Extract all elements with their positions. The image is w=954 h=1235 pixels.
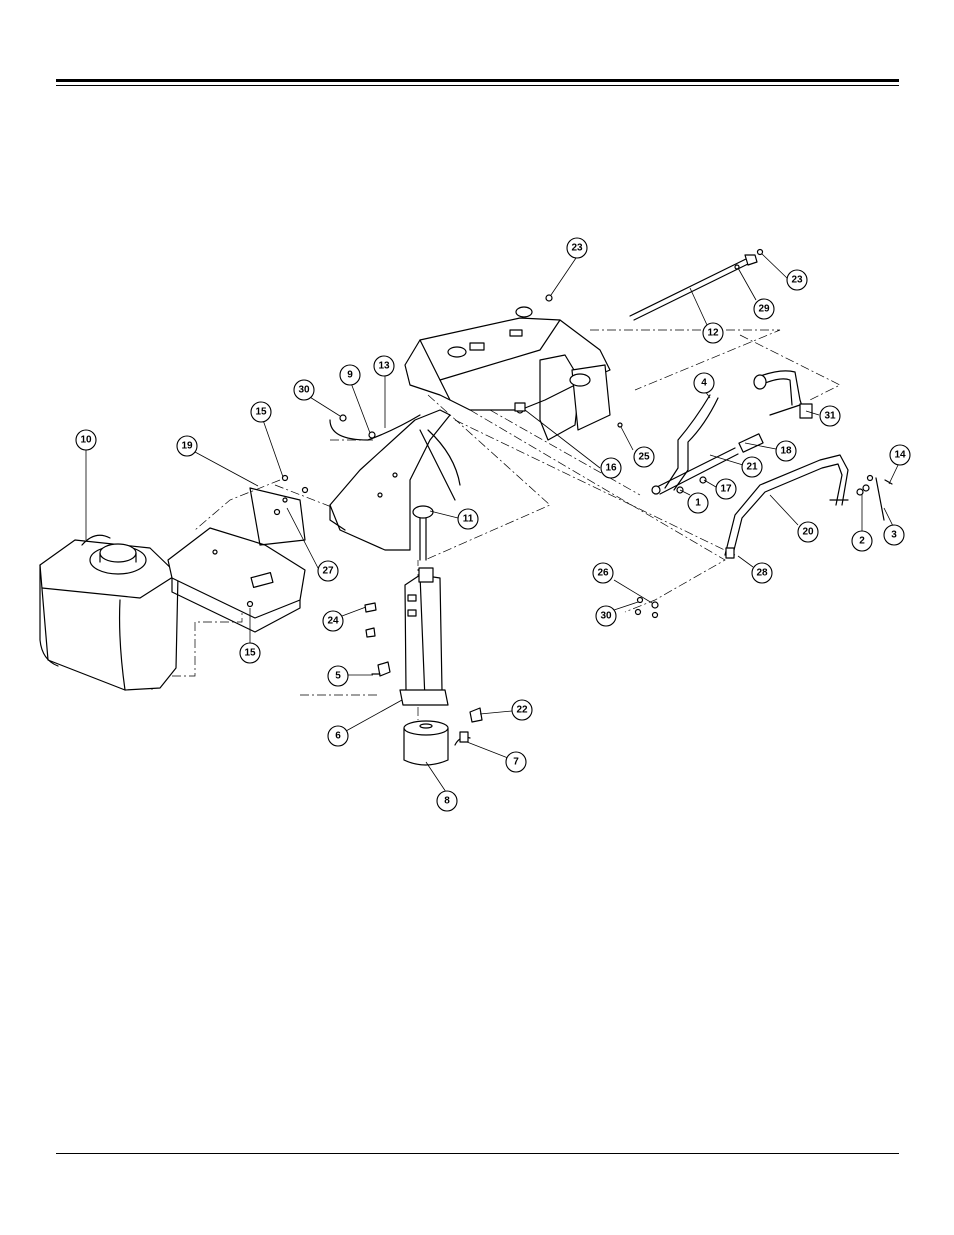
callout-8: 8	[437, 791, 457, 811]
callout-29: 29	[754, 299, 774, 319]
linkage-rod	[630, 255, 757, 320]
callout-31: 31	[820, 406, 840, 426]
fuel-tank	[40, 535, 178, 690]
callout-11: 11	[458, 509, 478, 529]
battery-tray	[168, 488, 305, 632]
svg-text:12: 12	[707, 328, 719, 339]
callout-7: 7	[506, 752, 526, 772]
svg-text:26: 26	[597, 568, 609, 579]
svg-text:31: 31	[824, 411, 836, 422]
svg-text:20: 20	[802, 527, 814, 538]
svg-text:25: 25	[638, 452, 650, 463]
callout-15-lower: 15	[240, 643, 260, 663]
callout-4: 4	[694, 373, 714, 393]
hardware	[248, 250, 893, 618]
svg-text:21: 21	[746, 462, 758, 473]
callout-17: 17	[716, 479, 736, 499]
svg-text:13: 13	[378, 361, 390, 372]
callout-9: 9	[340, 365, 360, 385]
callout-13: 13	[374, 356, 394, 376]
svg-text:14: 14	[894, 450, 906, 461]
svg-text:22: 22	[516, 705, 528, 716]
callout-6: 6	[328, 726, 348, 746]
callout-14: 14	[890, 445, 910, 465]
svg-text:17: 17	[720, 484, 732, 495]
callout-24: 24	[323, 611, 343, 631]
svg-text:23: 23	[571, 243, 583, 254]
callout-20: 20	[798, 522, 818, 542]
svg-text:7: 7	[513, 757, 519, 768]
svg-text:19: 19	[181, 441, 193, 452]
callout-16: 16	[601, 458, 621, 478]
frame-tower	[330, 410, 455, 550]
svg-text:2: 2	[859, 536, 865, 547]
left-control-handle	[652, 395, 763, 494]
svg-text:10: 10	[80, 435, 92, 446]
svg-text:3: 3	[891, 530, 897, 541]
callout-2: 2	[852, 531, 872, 551]
svg-text:15: 15	[255, 407, 267, 418]
svg-text:15: 15	[244, 648, 256, 659]
svg-text:23: 23	[791, 275, 803, 286]
right-control-handle	[754, 371, 812, 418]
callout-1: 1	[688, 493, 708, 513]
filter-housing	[400, 568, 448, 705]
callout-5: 5	[328, 666, 348, 686]
svg-text:5: 5	[335, 671, 341, 682]
svg-text:1: 1	[695, 498, 701, 509]
callout-21: 21	[742, 457, 762, 477]
callout-19: 19	[177, 436, 197, 456]
oil-filter	[404, 721, 448, 765]
svg-text:4: 4	[701, 378, 707, 389]
svg-text:30: 30	[600, 611, 612, 622]
callout-30-upper: 30	[294, 380, 314, 400]
callout-22: 22	[512, 700, 532, 720]
callout-30-lower: 30	[596, 606, 616, 626]
callout-18: 18	[776, 441, 796, 461]
callout-23-right: 23	[787, 270, 807, 290]
dipstick	[413, 506, 433, 560]
callout-25: 25	[634, 447, 654, 467]
callout-15-upper: 15	[251, 402, 271, 422]
svg-text:8: 8	[444, 796, 450, 807]
callout-28: 28	[752, 563, 772, 583]
svg-text:6: 6	[335, 731, 341, 742]
callout-27: 27	[318, 561, 338, 581]
svg-text:11: 11	[463, 514, 474, 525]
callout-12: 12	[703, 323, 723, 343]
svg-text:27: 27	[322, 566, 334, 577]
svg-text:28: 28	[756, 568, 768, 579]
svg-text:16: 16	[605, 463, 617, 474]
svg-text:18: 18	[780, 446, 792, 457]
svg-text:24: 24	[327, 616, 339, 627]
svg-text:29: 29	[758, 304, 770, 315]
svg-text:9: 9	[347, 370, 353, 381]
svg-text:30: 30	[298, 385, 310, 396]
callout-26: 26	[593, 563, 613, 583]
callout-23-left: 23	[567, 238, 587, 258]
callout-10: 10	[76, 430, 96, 450]
callout-3: 3	[884, 525, 904, 545]
